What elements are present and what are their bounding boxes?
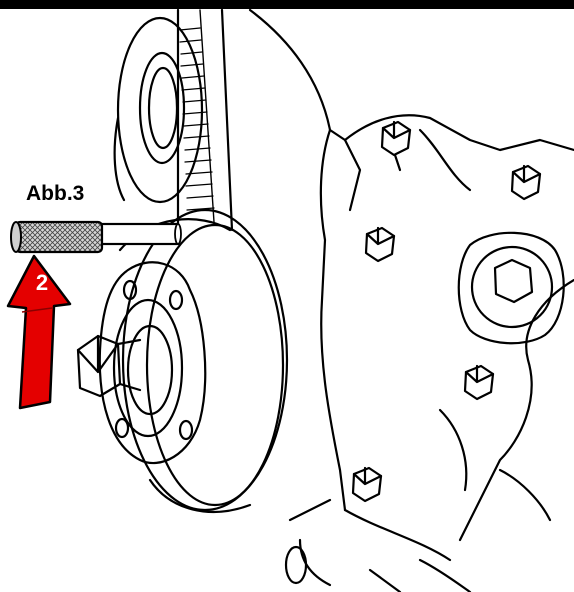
block-bolt (510, 164, 542, 201)
block-bolt (351, 466, 383, 503)
figure-label: Abb.3 (26, 182, 85, 205)
crankshaft-pulley (118, 208, 289, 513)
block-bolt (364, 226, 396, 263)
engine-block (248, 8, 574, 592)
crankshaft-hub (98, 261, 207, 465)
top-rule (0, 0, 574, 9)
locking-pin (10, 220, 182, 254)
block-bolt (380, 120, 412, 172)
crankshaft-bolt (76, 334, 142, 398)
up-arrow-icon (6, 254, 72, 410)
step-number: 2 (35, 270, 49, 295)
hex-socket-plug (457, 231, 565, 345)
knurled-grip (14, 220, 104, 254)
block-bolt (463, 364, 495, 401)
timing-belt (176, 8, 234, 237)
